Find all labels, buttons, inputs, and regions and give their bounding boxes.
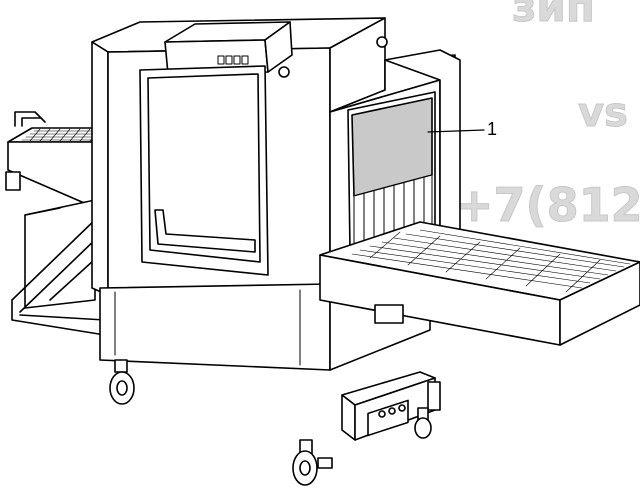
power-box bbox=[341, 371, 441, 441]
emergency-stop-icon bbox=[376, 36, 388, 48]
caster-wheel-front-right bbox=[292, 439, 333, 486]
key-switch-icon bbox=[278, 66, 290, 78]
socket-icon bbox=[398, 404, 406, 412]
front-door bbox=[139, 65, 269, 276]
right-conveyor bbox=[319, 221, 640, 346]
door-handle bbox=[154, 209, 256, 253]
right-belt-mesh bbox=[351, 229, 631, 293]
caster-wheel-front-left bbox=[109, 359, 135, 405]
socket-icon bbox=[378, 410, 386, 418]
control-buttons bbox=[217, 55, 249, 65]
lower-base bbox=[99, 283, 331, 371]
callout-label-1: 1 bbox=[487, 119, 498, 139]
caster-wheel-rear bbox=[414, 407, 432, 439]
socket-icon bbox=[388, 407, 396, 415]
conveyor-latch bbox=[374, 304, 404, 324]
callout-leader-1 bbox=[427, 129, 485, 133]
main-body bbox=[91, 17, 431, 371]
